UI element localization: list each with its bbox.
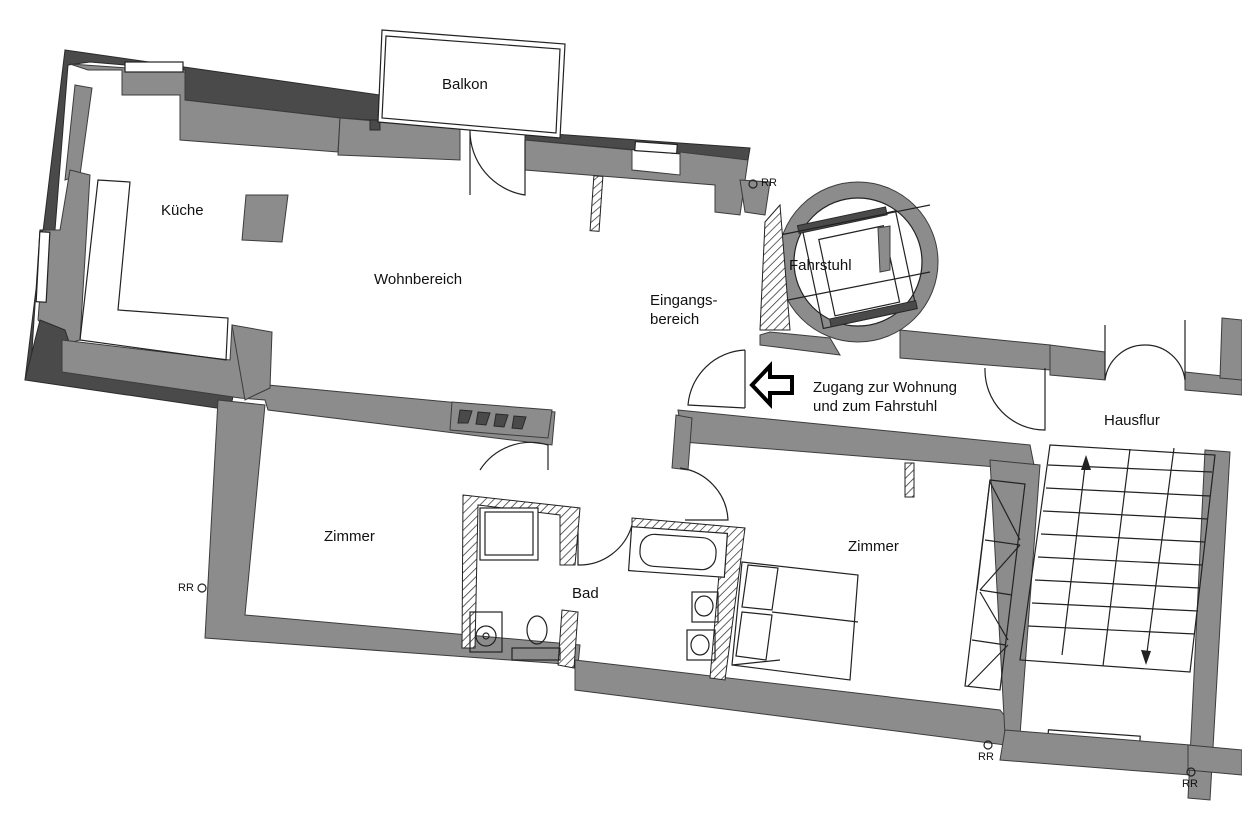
room-label-hausflur: Hausflur — [1104, 412, 1160, 429]
rr-label-bottom: RR — [978, 751, 994, 763]
rr-label-top: RR — [761, 177, 777, 189]
room-label-balkon: Balkon — [442, 76, 488, 93]
rr-label-bottom-right: RR — [1182, 778, 1198, 790]
rr-label-left: RR — [178, 582, 194, 594]
entrance-arrow-icon — [749, 360, 794, 410]
wardrobe — [964, 479, 1026, 691]
room-label-wohnbereich: Wohnbereich — [374, 271, 463, 288]
room-label-kueche: Küche — [161, 202, 204, 219]
elevator-shaft — [759, 181, 939, 343]
staircase — [1019, 444, 1216, 673]
room-label-eingangsbereich-1: Eingangs- — [650, 292, 718, 309]
kitchen-counter — [79, 179, 289, 361]
bed — [731, 561, 859, 681]
bathroom — [461, 494, 746, 681]
room-label-zimmer-right: Zimmer — [848, 538, 899, 555]
label-zugang-2: und zum Fahrstuhl — [813, 398, 938, 415]
room-label-fahrstuhl: Fahrstuhl — [789, 257, 852, 274]
room-label-bad: Bad — [572, 585, 599, 602]
room-label-eingangsbereich-2: bereich — [650, 311, 700, 328]
room-label-zimmer-left: Zimmer — [324, 528, 375, 545]
exterior-walls — [24, 49, 771, 446]
label-zugang-1: Zugang zur Wohnung — [813, 379, 957, 396]
doors — [469, 129, 1186, 566]
partitions — [449, 175, 915, 498]
balcony — [377, 29, 566, 139]
rr-markers — [197, 179, 1196, 777]
